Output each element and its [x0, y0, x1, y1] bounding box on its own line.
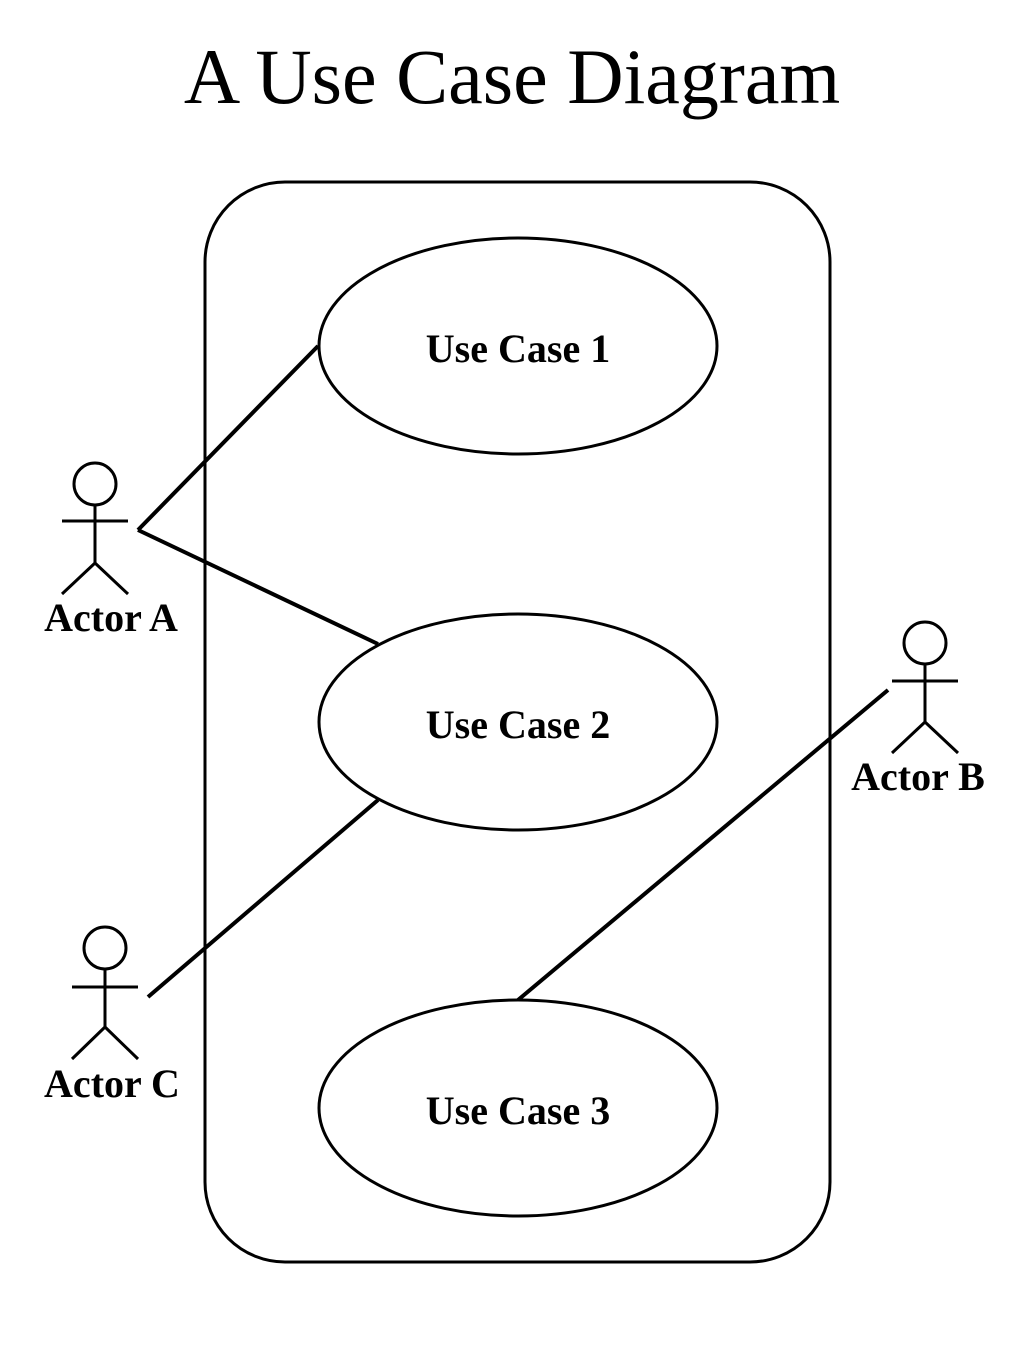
actor-b-stick-figure-icon	[890, 620, 960, 755]
actor-a-stick-figure-icon	[60, 461, 130, 596]
actor-c[interactable]: Actor C	[44, 925, 180, 1106]
use-case-3-label: Use Case 3	[426, 1088, 610, 1133]
actor-c-stick-figure-icon	[70, 925, 140, 1061]
association-actor-b-use-case-3	[516, 688, 890, 1002]
use-case-1-ellipse	[317, 236, 719, 456]
use-case-2-label: Use Case 2	[426, 702, 610, 747]
actor-a[interactable]: Actor A	[44, 461, 178, 640]
actor-a-label: Actor A	[44, 595, 178, 640]
association-actor-c-use-case-2	[146, 798, 380, 999]
system-boundary	[203, 180, 832, 1264]
association-actor-a-use-case-2	[137, 528, 379, 646]
use-case-3-ellipse	[317, 998, 719, 1218]
use-case-1[interactable]: Use Case 1	[317, 236, 719, 456]
association-actor-a-use-case-1	[136, 344, 320, 532]
actor-c-label: Actor C	[44, 1061, 180, 1106]
use-case-2[interactable]: Use Case 2	[317, 612, 719, 832]
use-case-2-ellipse	[317, 612, 719, 832]
actor-b-label: Actor B	[851, 754, 985, 799]
page-title: A Use Case Diagram	[183, 33, 841, 120]
actor-b[interactable]: Actor B	[851, 620, 985, 799]
use-case-1-label: Use Case 1	[426, 326, 610, 371]
use-case-3[interactable]: Use Case 3	[317, 998, 719, 1218]
